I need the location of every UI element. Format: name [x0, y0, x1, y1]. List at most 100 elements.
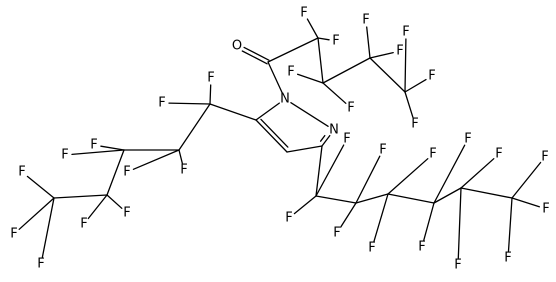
- single-bond: [355, 155, 381, 204]
- single-bond: [507, 197, 513, 252]
- atom-label: F: [379, 143, 386, 158]
- double-bond-inner: [319, 134, 326, 142]
- atom-fa2: F: [332, 34, 339, 49]
- atom-label: F: [123, 165, 130, 180]
- atom-fb2: F: [158, 96, 165, 111]
- single-bond: [317, 37, 330, 41]
- single-bond: [317, 37, 324, 84]
- single-bond: [387, 158, 429, 195]
- single-bond: [423, 202, 435, 241]
- single-bond: [404, 78, 427, 93]
- single-bond: [296, 73, 324, 84]
- bond-layer: [18, 18, 542, 259]
- atom-label: F: [418, 240, 425, 255]
- atom-label: F: [333, 226, 340, 241]
- atom-label: F: [332, 34, 339, 49]
- single-bond: [290, 102, 329, 127]
- atom-label: F: [411, 117, 418, 132]
- single-bond: [369, 57, 406, 93]
- atom-fb9: F: [18, 165, 25, 180]
- atom-fb6: F: [61, 148, 68, 163]
- atom-label: F: [285, 211, 292, 226]
- atom-o1: O: [232, 39, 242, 54]
- double-bond: [321, 134, 331, 147]
- double-bond: [255, 119, 288, 153]
- atom-label: F: [495, 147, 502, 162]
- single-bond: [178, 149, 183, 164]
- atom-fb1: F: [207, 71, 214, 86]
- atom-fa4: F: [347, 101, 354, 116]
- atom-fb10: F: [10, 227, 17, 242]
- atom-fc1: F: [285, 211, 292, 226]
- single-bond: [404, 38, 407, 93]
- atom-label: F: [368, 241, 375, 256]
- atom-fa3: F: [287, 65, 294, 80]
- atom-label: F: [402, 25, 409, 40]
- single-bond: [511, 161, 542, 199]
- single-bond: [433, 144, 466, 204]
- atom-fb11: F: [37, 257, 44, 272]
- atom-fa6: F: [396, 44, 403, 59]
- single-bond: [306, 18, 319, 39]
- atom-fc6: F: [418, 240, 425, 255]
- atom-label: F: [80, 217, 87, 232]
- atom-label: N: [329, 123, 339, 138]
- atom-fb3: F: [180, 163, 187, 178]
- single-bond: [41, 197, 55, 258]
- single-bond: [53, 194, 108, 199]
- atom-label: F: [454, 258, 461, 273]
- atom-fc3: F: [343, 132, 350, 147]
- single-bond: [209, 103, 257, 121]
- single-bond: [387, 193, 435, 204]
- atom-fa8: F: [428, 69, 435, 84]
- single-bond: [366, 26, 371, 59]
- atom-label: F: [61, 148, 68, 163]
- atom-fa9: F: [411, 117, 418, 132]
- atom-fc13: F: [542, 202, 549, 217]
- atom-fb5: F: [90, 138, 97, 153]
- single-bond: [315, 195, 357, 204]
- single-bond: [267, 37, 319, 63]
- single-bond: [71, 149, 125, 156]
- single-bond: [87, 194, 108, 220]
- atom-label: F: [18, 165, 25, 180]
- atom-fb8: F: [80, 217, 87, 232]
- single-bond: [315, 144, 345, 197]
- atom-fc9: F: [454, 258, 461, 273]
- single-bond: [457, 187, 462, 259]
- atom-label: F: [207, 71, 214, 86]
- atom-label: F: [123, 206, 130, 221]
- single-bond: [369, 51, 394, 59]
- atom-label: F: [90, 138, 97, 153]
- single-bond: [315, 145, 323, 197]
- atom-n2: N: [329, 123, 339, 138]
- atom-fa5: F: [362, 13, 369, 28]
- atom-label: F: [542, 202, 549, 217]
- single-bond: [460, 187, 513, 199]
- double-bond-inner: [260, 118, 289, 148]
- atom-label: F: [10, 227, 17, 242]
- single-bond: [355, 193, 389, 204]
- single-bond: [460, 158, 495, 189]
- atom-label: N: [280, 92, 290, 107]
- atom-fb7: F: [123, 206, 130, 221]
- atom-label: F: [396, 44, 403, 59]
- atom-fc4: F: [379, 143, 386, 158]
- single-bond: [267, 61, 283, 94]
- atom-label: F: [343, 132, 350, 147]
- atom-fa7: F: [402, 25, 409, 40]
- single-bond: [433, 187, 462, 204]
- atom-label: F: [287, 65, 294, 80]
- single-bond: [106, 194, 123, 209]
- double-bond: [243, 46, 270, 61]
- single-bond: [100, 145, 125, 151]
- single-bond: [286, 145, 323, 153]
- atom-fa1: F: [300, 6, 307, 21]
- single-bond: [511, 197, 540, 208]
- atom-fc11: F: [495, 147, 502, 162]
- atom-label: F: [180, 163, 187, 178]
- atom-label: F: [541, 150, 548, 165]
- atom-fc12: F: [541, 150, 548, 165]
